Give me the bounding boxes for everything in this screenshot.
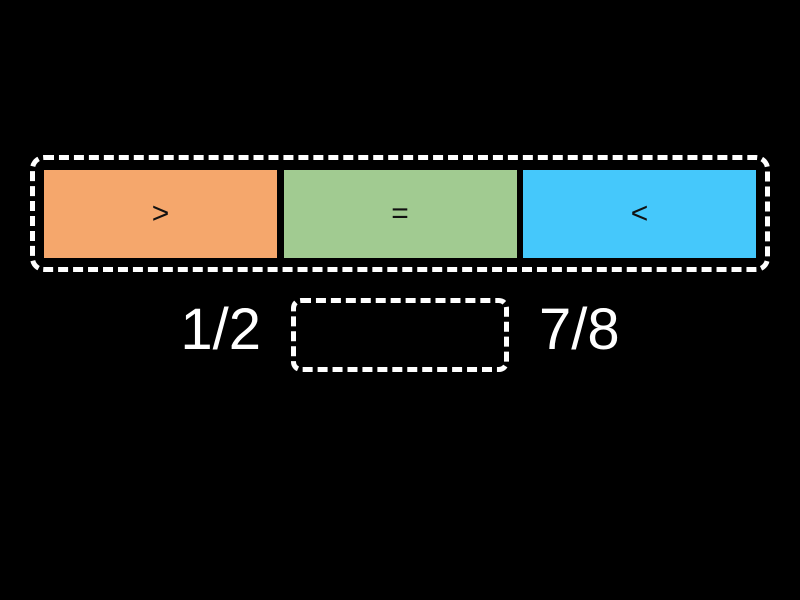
answer-choices-tray: > = < xyxy=(30,155,770,272)
choice-tile-equals[interactable]: = xyxy=(283,169,517,258)
right-operand: 7/8 xyxy=(539,297,620,362)
question-row: 1/2 7/8 xyxy=(0,290,800,380)
answer-drop-zone[interactable] xyxy=(291,298,509,372)
choice-tile-less-than[interactable]: < xyxy=(523,169,756,258)
choice-tile-greater-than[interactable]: > xyxy=(44,169,277,258)
left-operand: 1/2 xyxy=(180,297,261,362)
